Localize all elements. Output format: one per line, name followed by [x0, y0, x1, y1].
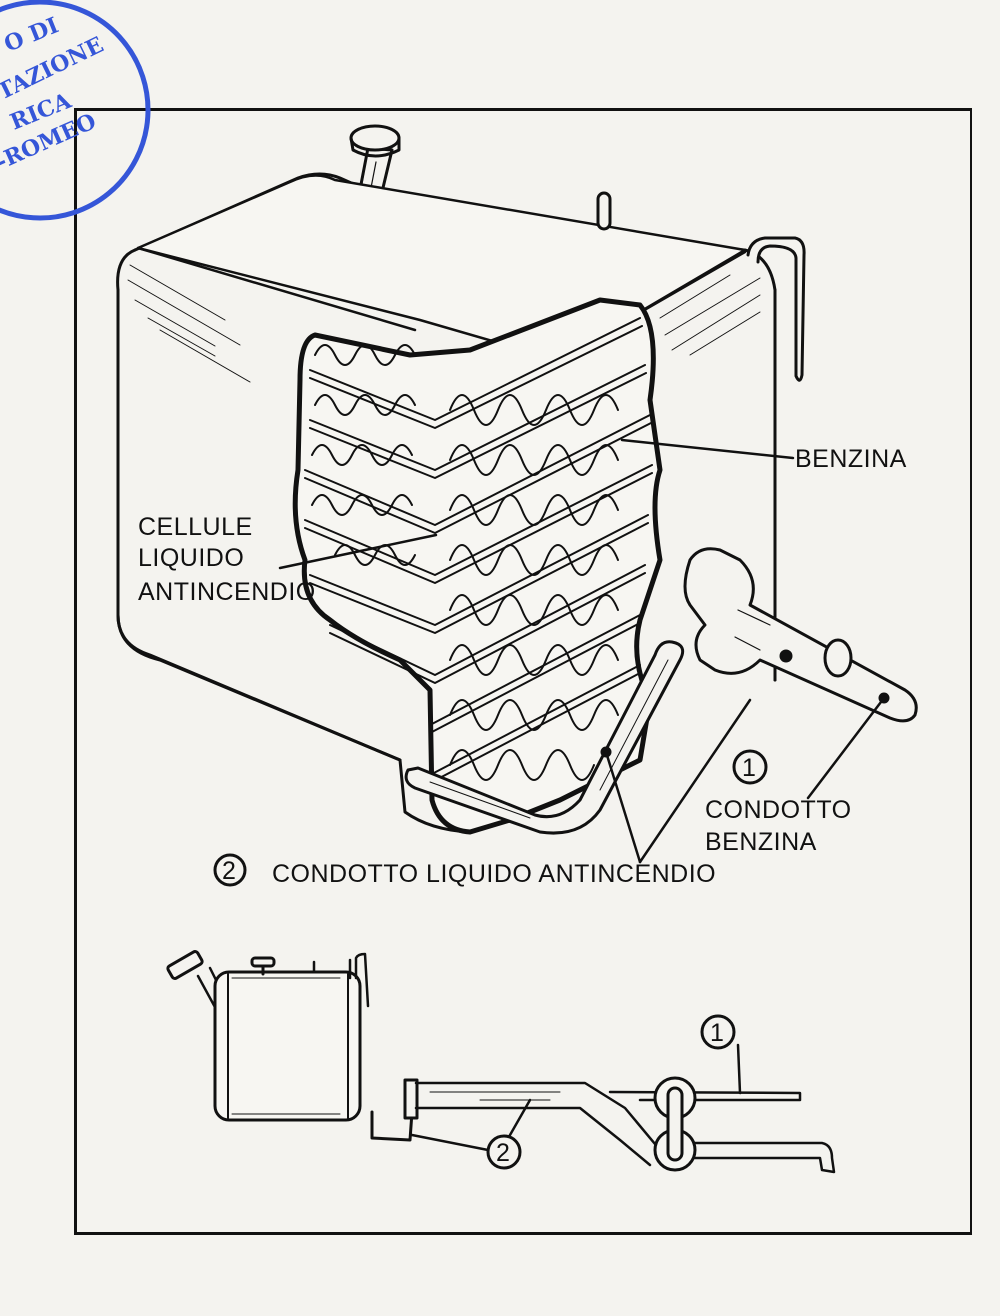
label-condotto-benzina-line-1: CONDOTTO — [705, 796, 852, 824]
stamp-line-1: O DI — [1, 12, 63, 57]
fuel-tank-cutaway — [116, 124, 918, 864]
svg-text:2: 2 — [222, 857, 236, 885]
svg-text:1: 1 — [710, 1019, 724, 1047]
overflow-pipe — [746, 236, 806, 382]
stamp-ring — [0, 0, 151, 221]
leader-liquido-b — [638, 698, 752, 864]
fuel-pipe — [683, 547, 918, 723]
label-cellule-line-3: ANTINCENDIO — [138, 578, 316, 606]
leader-benzina-pipe — [806, 696, 886, 800]
vent-pin — [596, 191, 612, 231]
side-view-schematic — [166, 950, 836, 1174]
leader-lines — [278, 438, 886, 864]
side-tank-body — [213, 970, 362, 1122]
label-condotto-benzina: CONDOTTO BENZINA — [705, 796, 852, 856]
callout-2: 2 — [213, 853, 247, 887]
side-callout-2: 2 — [486, 1134, 522, 1170]
leader-liquido-a — [604, 750, 642, 864]
label-condotto-benzina-line-2: BENZINA — [705, 828, 817, 856]
edge-hatching-right — [659, 274, 761, 356]
leader-benzina — [620, 438, 795, 460]
label-condotto-liquido: CONDOTTO LIQUIDO ANTINCENDIO — [272, 860, 716, 888]
archive-stamp: O DI TAZIONE RICA -ROMEO — [0, 0, 151, 221]
side-callout-1: 1 — [700, 1014, 736, 1050]
label-cellule-line-2: LIQUIDO — [138, 544, 244, 572]
fuel-pipe-callout-dot — [779, 649, 793, 663]
label-cellule-line-1: CELLULE — [138, 513, 253, 541]
leader-cellule — [278, 533, 438, 570]
drawing-frame — [74, 108, 972, 1235]
fire-liquid-pipe — [404, 640, 685, 835]
callout-1: 1 — [732, 749, 768, 785]
label-cellule: CELLULE LIQUIDO ANTINCENDIO — [138, 513, 316, 606]
label-benzina: BENZINA — [795, 445, 907, 473]
fire-retardant-cells — [304, 317, 653, 784]
edge-hatching-left — [127, 264, 251, 383]
svg-text:2: 2 — [496, 1139, 510, 1167]
svg-text:1: 1 — [742, 754, 756, 782]
